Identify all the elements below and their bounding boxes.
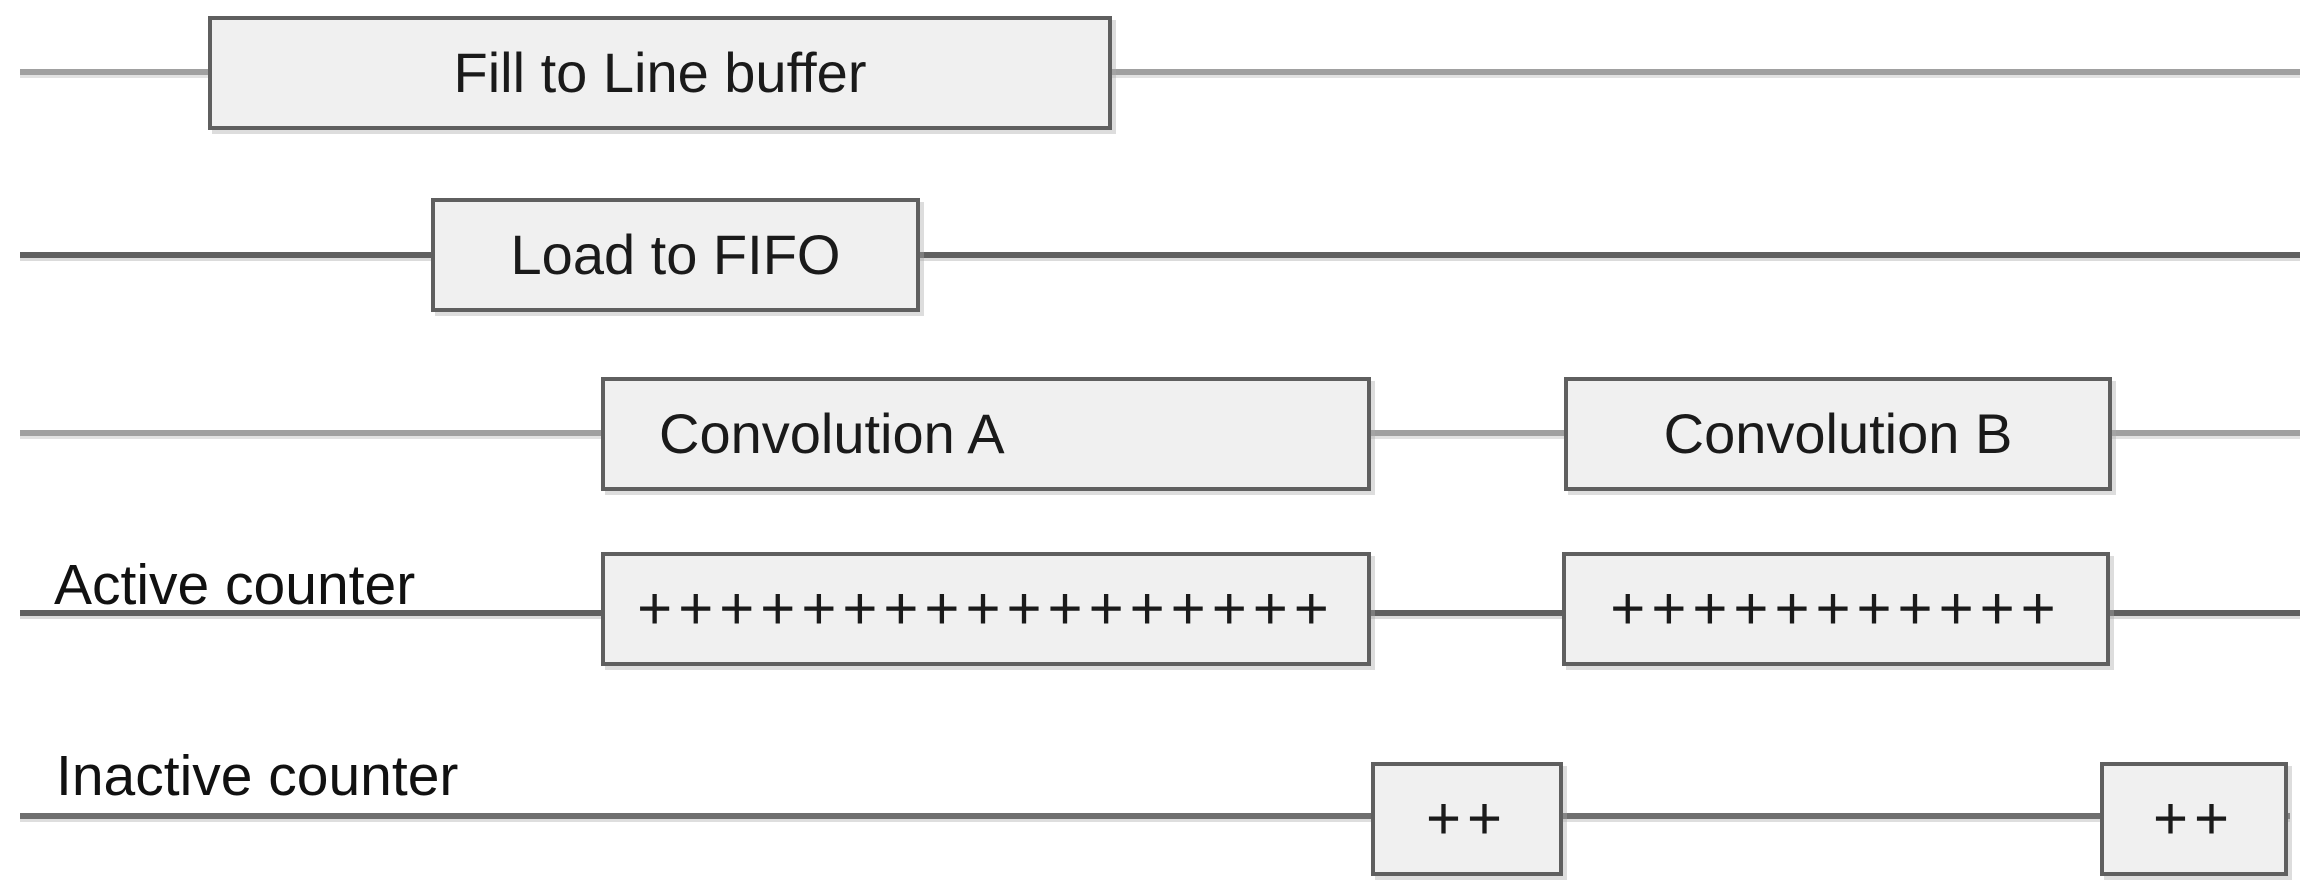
increment-symbols: +++++++++++ bbox=[1610, 575, 2062, 642]
inactive-counter-box-1: ++ bbox=[1371, 762, 1563, 876]
inactive-counter-box-2: ++ bbox=[2100, 762, 2288, 876]
task-box-label: Convolution B bbox=[1663, 402, 2013, 465]
task-box-convolution-a: Convolution A bbox=[601, 377, 1371, 491]
timeline-row2-line bbox=[20, 252, 2300, 258]
timeline-row1-line bbox=[20, 69, 2300, 75]
task-box-label: Fill to Line buffer bbox=[453, 41, 867, 104]
timeline-row5-line bbox=[20, 813, 2290, 819]
increment-symbols: +++++++++++++++++ bbox=[637, 575, 1335, 642]
inactive-counter-label: Inactive counter bbox=[56, 744, 459, 808]
task-box-fill-to-line-buffer: Fill to Line buffer bbox=[208, 16, 1112, 130]
task-box-label: Convolution A bbox=[659, 402, 1005, 465]
task-box-label: Load to FIFO bbox=[510, 223, 841, 286]
active-counter-box-a: +++++++++++++++++ bbox=[601, 552, 1371, 666]
increment-symbols: ++ bbox=[1425, 785, 1509, 852]
active-counter-box-b: +++++++++++ bbox=[1562, 552, 2110, 666]
task-box-convolution-b: Convolution B bbox=[1564, 377, 2112, 491]
active-counter-label: Active counter bbox=[54, 553, 416, 617]
task-box-load-to-fifo: Load to FIFO bbox=[431, 198, 920, 312]
increment-symbols: ++ bbox=[2152, 785, 2236, 852]
